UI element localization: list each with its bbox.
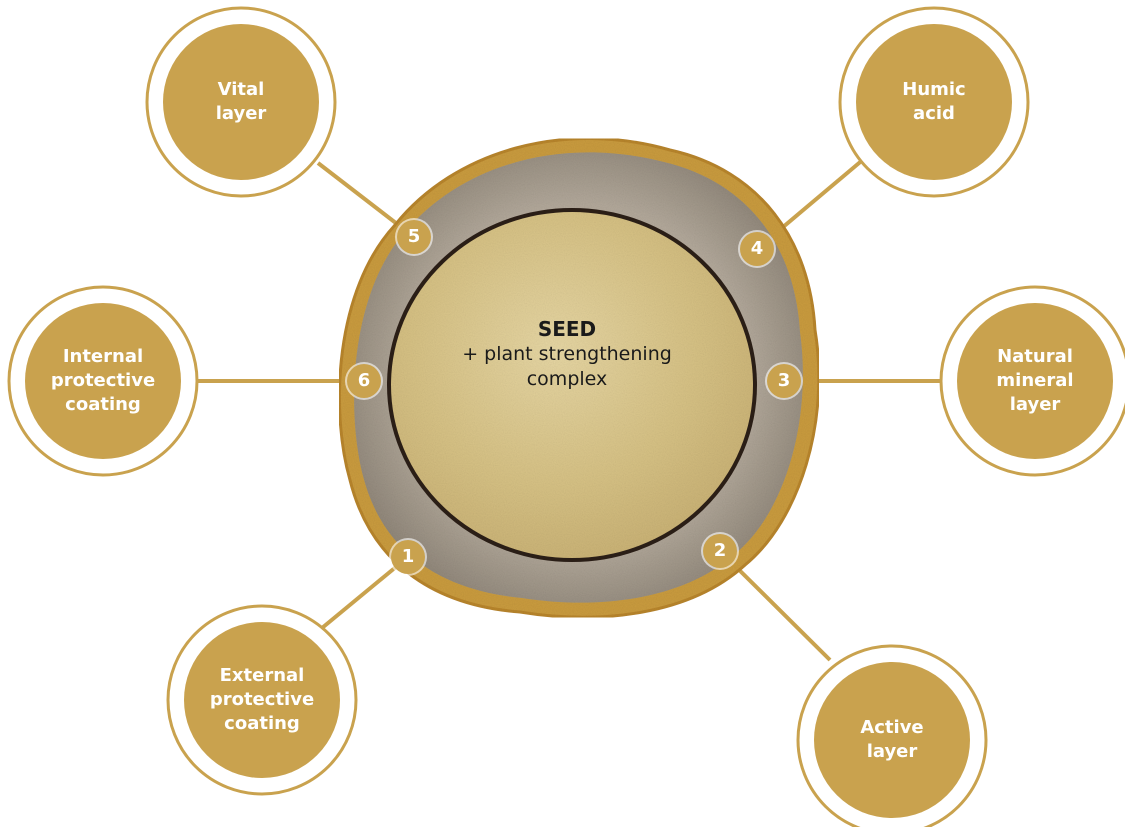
bubble-label-line: layer	[215, 103, 267, 124]
layer-number-badge-3: 3	[767, 364, 801, 398]
layer-bubble-3	[939, 285, 1125, 477]
bubble-label-line: Internal	[62, 346, 144, 367]
layer-number-badge-4: 4	[740, 232, 774, 266]
seed-inner-boundary	[387, 208, 757, 562]
layer-bubble-6	[7, 285, 199, 477]
bubble-label-line: Natural	[997, 346, 1073, 367]
layer-bubbles	[7, 6, 1125, 827]
bubble-fill	[163, 24, 319, 180]
bubble-label-line: Vital	[217, 79, 265, 100]
seed-core	[389, 210, 755, 560]
bubble-label-line: protective	[50, 370, 156, 391]
seed-subtitle-line-2: complex	[526, 368, 608, 390]
bubble-label-line: mineral	[996, 370, 1074, 391]
seed-cross-section	[337, 137, 821, 619]
bubble-label-internal-protective-coating: Internal protective coating	[43, 321, 163, 441]
bubble-label-natural-mineral-layer: Natural mineral layer	[975, 321, 1095, 441]
bubble-label-line: layer	[1009, 394, 1061, 415]
bubble-label-vital-layer: Vital layer	[181, 42, 301, 162]
seed-subtitle-line-1: + plant strengthening	[462, 343, 672, 365]
bubble-label-line: protective	[209, 689, 315, 710]
connector-line-1	[320, 555, 410, 630]
seed-title: SEED	[537, 317, 597, 341]
bubble-label-line: acid	[913, 103, 955, 124]
bubble-fill	[957, 303, 1113, 459]
bubble-label-line: coating	[224, 713, 300, 734]
bubble-fill	[25, 303, 181, 459]
bubble-label-line: External	[219, 665, 305, 686]
layer-number-badge-5: 5	[397, 220, 431, 254]
layer-bubble-1	[166, 604, 358, 796]
layer-number-badge-6: 6	[347, 364, 381, 398]
center-label: SEED + plant strengthening complex	[422, 316, 712, 392]
layer-bubble-4	[838, 6, 1030, 198]
bubble-label-line: coating	[65, 394, 141, 415]
bubble-label-line: layer	[866, 741, 918, 762]
bubble-fill	[856, 24, 1012, 180]
bubble-fill	[184, 622, 340, 778]
layer-number-badge-2: 2	[703, 534, 737, 568]
layer-number-badge-1: 1	[391, 540, 425, 574]
bubble-label-line: Active	[860, 717, 924, 738]
layer-bubble-5	[145, 6, 337, 198]
bubble-fill	[814, 662, 970, 818]
bubble-label-line: Humic	[902, 79, 966, 100]
layer-bubble-2	[796, 644, 988, 827]
bubble-label-humic-acid: Humic acid	[874, 42, 994, 162]
bubble-label-external-protective-coating: External protective coating	[202, 640, 322, 760]
bubble-label-active-layer: Active layer	[832, 680, 952, 800]
